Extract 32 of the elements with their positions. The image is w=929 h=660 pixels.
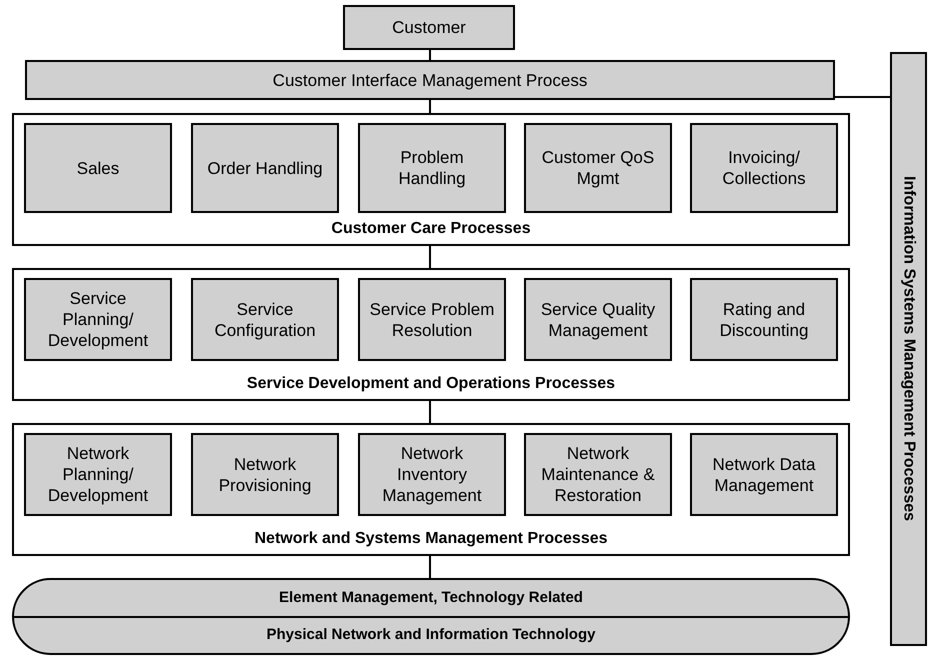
process-box: Service Quality Management bbox=[524, 278, 672, 361]
process-box: Customer QoS Mgmt bbox=[524, 123, 672, 213]
process-box: Customer bbox=[343, 5, 515, 50]
process-box: Network Maintenance & Restoration bbox=[524, 433, 672, 516]
process-box: Customer Interface Management Process bbox=[25, 60, 835, 100]
process-group bbox=[12, 113, 850, 246]
process-box: Service Configuration bbox=[191, 278, 339, 361]
connector-line bbox=[429, 246, 431, 268]
process-box: Network Data Management bbox=[690, 433, 838, 516]
layer-label: Element Management, Technology Related bbox=[278, 588, 584, 608]
process-box: Service Planning/ Development bbox=[24, 278, 172, 361]
connector-line bbox=[429, 50, 431, 60]
process-box: Network Inventory Management bbox=[358, 433, 506, 516]
group-title: Network and Systems Management Processes bbox=[253, 529, 609, 549]
group-title: Customer Care Processes bbox=[330, 219, 532, 239]
connector-line bbox=[429, 100, 431, 113]
process-box: Invoicing/ Collections bbox=[690, 123, 838, 213]
process-group bbox=[12, 268, 850, 401]
process-box: Rating and Discounting bbox=[690, 278, 838, 361]
process-box: Network Provisioning bbox=[191, 433, 339, 516]
connector-line bbox=[429, 401, 431, 423]
connector-line bbox=[835, 96, 890, 98]
process-group bbox=[12, 423, 850, 556]
process-box: Network Planning/ Development bbox=[24, 433, 172, 516]
connector-line bbox=[429, 556, 431, 578]
process-box: Order Handling bbox=[191, 123, 339, 213]
process-box: Service Problem Resolution bbox=[358, 278, 506, 361]
layer-label: Physical Network and Information Technology bbox=[14, 616, 848, 653]
process-box: Sales bbox=[24, 123, 172, 213]
process-box: Information Systems Management Processes bbox=[890, 52, 927, 646]
group-title: Service Development and Operations Processes bbox=[246, 374, 616, 394]
process-box: Problem Handling bbox=[358, 123, 506, 213]
